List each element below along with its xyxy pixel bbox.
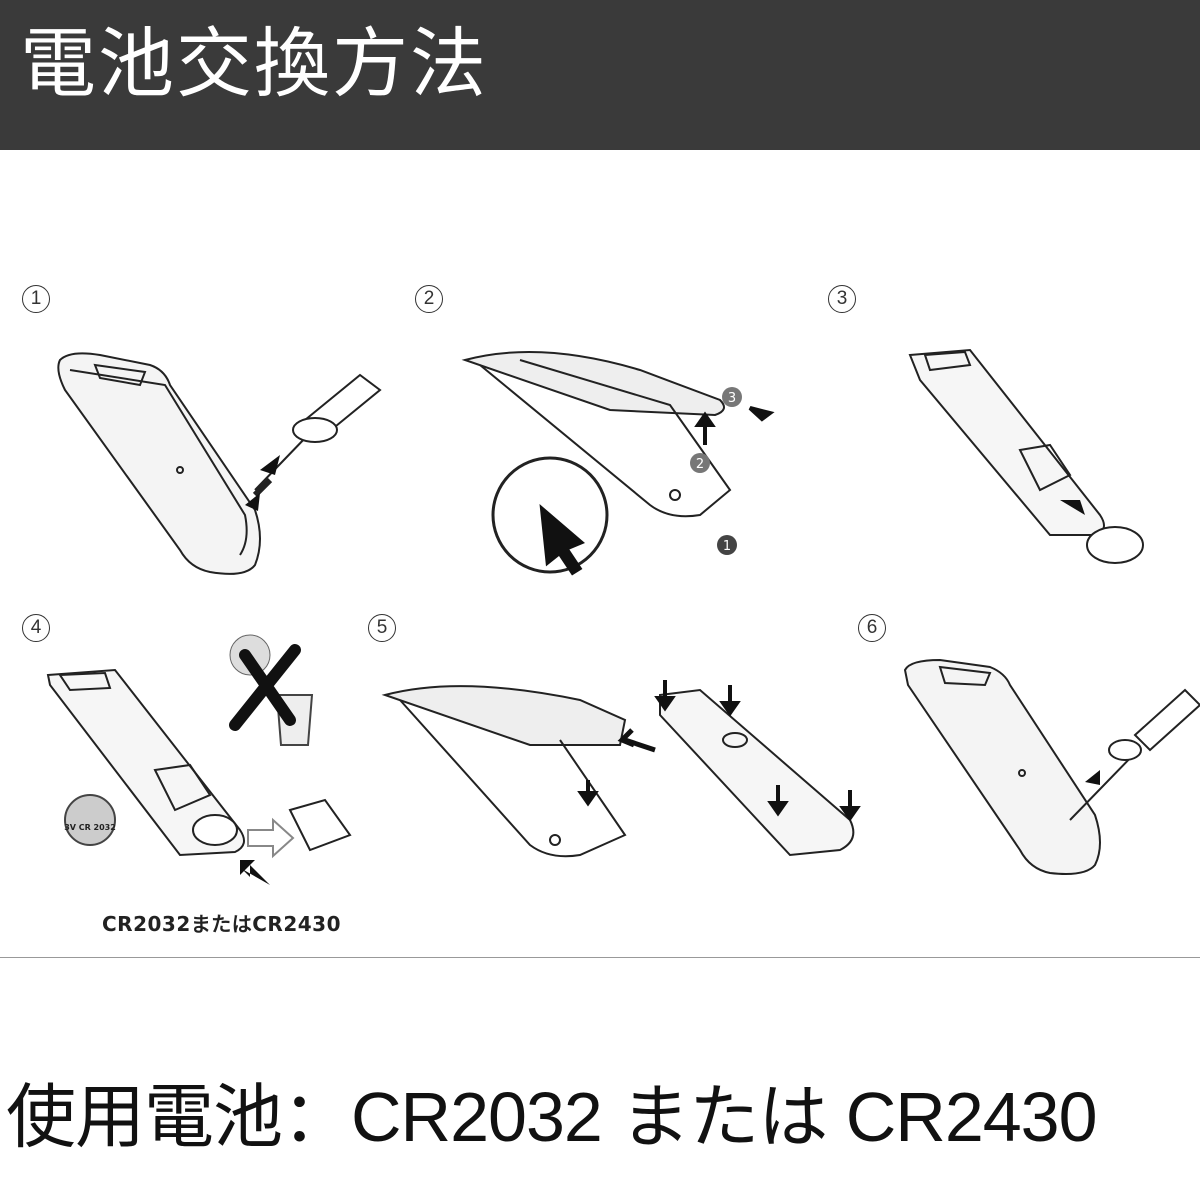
callout-2: 2 bbox=[696, 457, 704, 472]
callout-1: 1 bbox=[723, 539, 731, 554]
step-number-5: 5 bbox=[368, 614, 396, 642]
step5-illustration bbox=[381, 680, 861, 858]
battery-spec-text: 使用電池：CR2032 または CR2430 bbox=[6, 1078, 1098, 1156]
no-trash-icon bbox=[229, 634, 314, 746]
battery-label: 3V CR 2032 bbox=[64, 823, 116, 832]
step6-illustration bbox=[903, 658, 1200, 875]
screwdriver-icon bbox=[254, 373, 382, 491]
battery-type-caption: CR2032またはCR2430 bbox=[102, 912, 341, 936]
coin-battery-icon: 3V CR 2032 bbox=[64, 794, 116, 846]
step-number-4: 4 bbox=[22, 614, 50, 642]
step-number-1: 1 bbox=[22, 285, 50, 313]
callout-3: 3 bbox=[728, 391, 736, 406]
coin-battery-icon bbox=[1086, 526, 1144, 564]
screwdriver-icon bbox=[1069, 688, 1200, 821]
step3-illustration bbox=[908, 348, 1144, 564]
step-number-3: 3 bbox=[828, 285, 856, 313]
header-bar: 電池交換方法 bbox=[0, 0, 1200, 150]
step-number-6: 6 bbox=[858, 614, 886, 642]
step2-illustration: 3 2 1 bbox=[461, 351, 775, 576]
page-title: 電池交換方法 bbox=[20, 19, 488, 108]
step1-illustration bbox=[57, 352, 382, 575]
step-number-2: 2 bbox=[415, 285, 443, 313]
step4-illustration: 3V CR 2032 bbox=[46, 634, 352, 885]
section-divider bbox=[0, 957, 1200, 958]
